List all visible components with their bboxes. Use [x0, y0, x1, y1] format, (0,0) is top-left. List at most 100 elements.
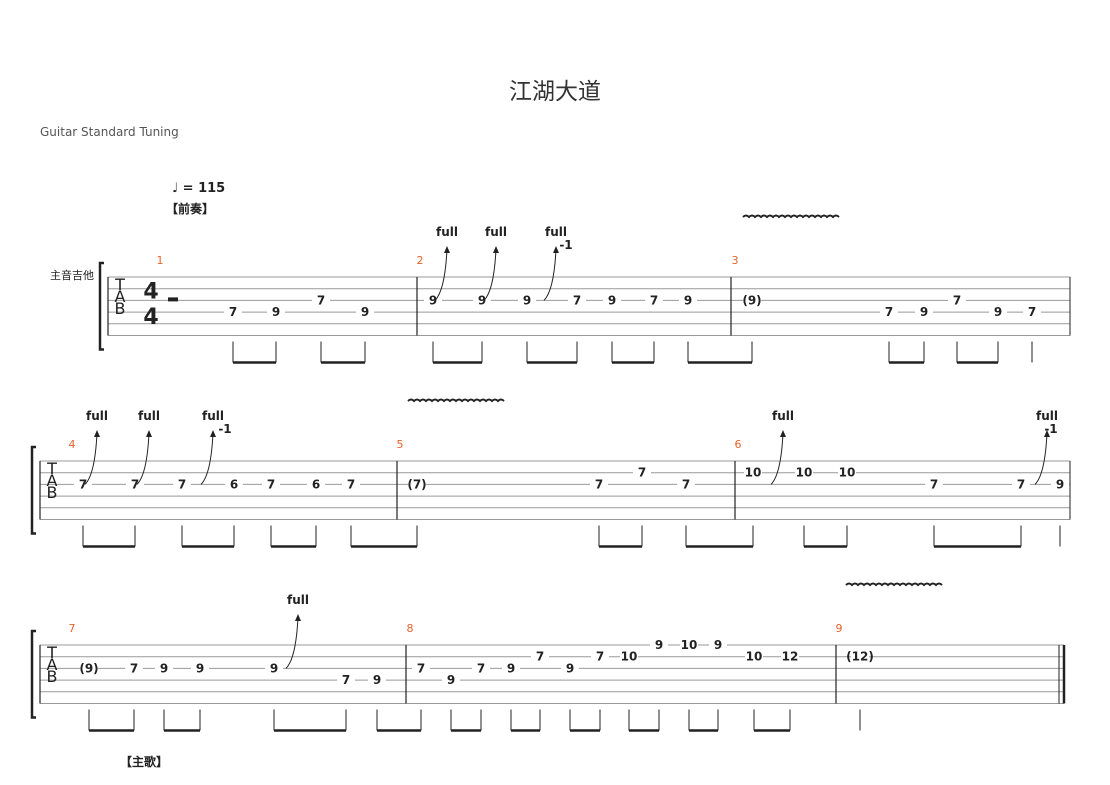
fret-number: 10: [745, 466, 762, 480]
bend-arrowhead: [146, 430, 152, 437]
fret-number: 10: [796, 466, 813, 480]
fret-number: 9: [196, 661, 204, 675]
fret-number: 7: [477, 661, 485, 675]
fret-number: 9: [429, 293, 437, 307]
measure-number: 4: [69, 438, 76, 451]
bend-arrowhead: [780, 430, 786, 437]
fret-number: 9: [994, 305, 1002, 319]
fret-number: 9: [447, 673, 455, 687]
release-label: -1: [559, 238, 572, 252]
fret-bg: [620, 649, 638, 664]
fret-bg: [442, 673, 460, 688]
fret-number: 7: [131, 477, 139, 491]
fret-bg: [603, 293, 621, 308]
fret-bg: [531, 649, 549, 664]
fret-bg: [880, 305, 898, 320]
fret-number: 6: [312, 477, 320, 491]
fret-number: 9: [270, 661, 278, 675]
bend-arrowhead: [210, 430, 216, 437]
fret-number: (12): [846, 650, 874, 664]
bend-arrowhead: [94, 430, 100, 437]
fret-bg: [368, 673, 386, 688]
fret-bg: [408, 477, 426, 492]
fret-number: 7: [536, 650, 544, 664]
instrument-label: 主音吉他: [50, 269, 94, 282]
fret-bg: [225, 477, 243, 492]
bend-curve: [285, 616, 299, 669]
measure-number: 5: [397, 438, 404, 451]
fret-bg: [1023, 305, 1041, 320]
fret-bg: [224, 305, 242, 320]
system-bracket: [98, 261, 104, 351]
measure-number: 3: [732, 254, 739, 267]
fret-bg: [262, 477, 280, 492]
fret-number: 9: [608, 293, 616, 307]
vibrato-mark: [742, 214, 840, 219]
fret-bg: [838, 465, 856, 480]
bend-label: full: [1036, 409, 1058, 423]
vibrato-mark: [407, 398, 505, 403]
bend-label: full: [287, 593, 309, 607]
fret-bg: [412, 661, 430, 676]
bend-label: full: [138, 409, 160, 423]
fret-number: 7: [595, 477, 603, 491]
fret-number: 7: [342, 673, 350, 687]
measure-number: 9: [836, 622, 843, 635]
bend-curve: [84, 432, 98, 485]
fret-number: 9: [373, 673, 381, 687]
release-label: -1: [218, 422, 231, 436]
fret-number: 9: [478, 293, 486, 307]
bend-curve: [434, 248, 448, 301]
fret-bg: [633, 465, 651, 480]
fret-bg: [424, 293, 442, 308]
tempo-value: = 115: [182, 181, 226, 196]
fret-bg: [191, 661, 209, 676]
measure-number: 6: [735, 438, 742, 451]
fret-number: 7: [1017, 477, 1025, 491]
fret-number: 9: [655, 638, 663, 652]
fret-number: 7: [930, 477, 938, 491]
fret-bg: [502, 661, 520, 676]
fret-bg: [126, 477, 144, 492]
fret-bg: [680, 638, 698, 652]
fret-bg: [851, 649, 869, 664]
bend-curve: [543, 248, 557, 301]
bend-curve: [200, 432, 214, 485]
bend-label: full: [86, 409, 108, 423]
fret-bg: [74, 477, 92, 492]
fret-number: 9: [684, 293, 692, 307]
half-rest: [168, 297, 178, 302]
fret-bg: [337, 673, 355, 688]
fret-number: 7: [178, 477, 186, 491]
fret-number: 7: [267, 477, 275, 491]
bend-arrowhead: [553, 246, 559, 253]
fret-number: 7: [317, 293, 325, 307]
bend-label: full: [436, 225, 458, 239]
fret-number: 10: [621, 650, 638, 664]
fret-number: 9: [920, 305, 928, 319]
fret-number: 9: [1056, 477, 1064, 491]
fret-bg: [745, 649, 763, 664]
release-label: -1: [1044, 422, 1057, 436]
fret-number: 6: [230, 477, 238, 491]
bend-curve: [770, 432, 784, 485]
tab-clef-letter: B: [47, 483, 58, 502]
fret-number: 7: [682, 477, 690, 491]
measure-number: 1: [157, 254, 164, 267]
fret-bg: [518, 293, 536, 308]
fret-number: 9: [566, 661, 574, 675]
tab-clef-letter: A: [47, 471, 58, 490]
fret-number: 7: [638, 466, 646, 480]
fret-number: 7: [229, 305, 237, 319]
bend-label: full: [202, 409, 224, 423]
measure-number: 2: [417, 254, 424, 267]
bend-label: full: [545, 225, 567, 239]
score-title: 江湖大道: [509, 79, 601, 105]
fret-number: 9: [361, 305, 369, 319]
fret-bg: [356, 305, 374, 320]
fret-bg: [312, 293, 330, 308]
tab-clef-letter: T: [46, 643, 57, 662]
fret-number: 9: [714, 638, 722, 652]
tab-clef-letter: T: [46, 459, 57, 478]
